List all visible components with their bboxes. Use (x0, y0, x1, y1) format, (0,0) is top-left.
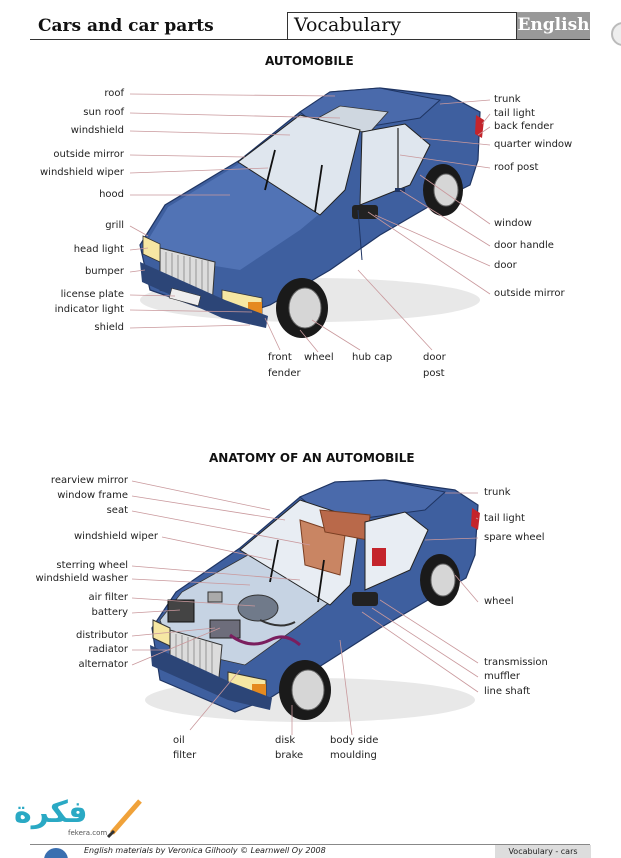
label-window: window (494, 218, 532, 230)
label-door: door (494, 260, 517, 272)
label-windshield-washer: windshield washer (20, 573, 128, 585)
label-disk: disk (275, 735, 295, 747)
label-seat: seat (20, 505, 128, 517)
label-windshield-wiper: windshield wiper (20, 167, 124, 179)
label-roof: roof (40, 88, 124, 100)
label-transmission: transmission (484, 657, 548, 669)
car-illustration-bottom (145, 480, 480, 722)
label-license-plate: license plate (20, 289, 124, 301)
logo-text: فكرة (14, 795, 87, 830)
label-sterring-wheel: sterring wheel (20, 560, 128, 572)
label-oil: oil (173, 735, 185, 747)
label-windshield: windshield (40, 125, 124, 137)
label-brake: brake (275, 750, 303, 762)
label-spare-wheel: spare wheel (484, 532, 545, 544)
label-tail-light: tail light (494, 108, 535, 120)
site-logo: فكرة fekera.com (8, 795, 148, 845)
car-illustration-top (140, 88, 484, 338)
label-windshield-wiper-2: windshield wiper (20, 531, 158, 543)
label-wheel-2: wheel (484, 596, 514, 608)
label-outside-mirror-right: outside mirror (494, 288, 565, 300)
label-door-bottom: door (423, 352, 446, 364)
logo-subtext: fekera.com (68, 829, 107, 837)
label-front: front (268, 352, 292, 364)
label-rearview-mirror: rearview mirror (20, 475, 128, 487)
label-wheel: wheel (304, 352, 334, 364)
label-battery: battery (20, 607, 128, 619)
footer-topic: Vocabulary - cars (495, 845, 591, 858)
label-post: post (423, 368, 445, 380)
label-head-light: head light (40, 244, 124, 256)
section-title-automobile: AUTOMOBILE (265, 54, 354, 68)
label-trunk: trunk (494, 94, 521, 106)
label-filter: filter (173, 750, 196, 762)
label-indicator-light: indicator light (20, 304, 124, 316)
label-distributor: distributor (20, 630, 128, 642)
label-body-side: body side (330, 735, 378, 747)
label-radiator: radiator (20, 644, 128, 656)
label-air-filter: air filter (20, 592, 128, 604)
label-grill: grill (40, 220, 124, 232)
label-sun-roof: sun roof (40, 107, 124, 119)
label-tail-light-2: tail light (484, 513, 525, 525)
footer-credit: English materials by Veronica Gilhooly ©… (84, 846, 326, 855)
label-back-fender: back fender (494, 121, 554, 133)
label-roof-post: roof post (494, 162, 538, 174)
label-muffler: muffler (484, 671, 520, 683)
label-outside-mirror: outside mirror (20, 149, 124, 161)
label-window-frame: window frame (20, 490, 128, 502)
label-hub-cap: hub cap (352, 352, 392, 364)
label-fender: fender (268, 368, 301, 380)
label-line-shaft: line shaft (484, 686, 530, 698)
label-alternator: alternator (20, 659, 128, 671)
label-trunk-2: trunk (484, 487, 511, 499)
label-hood: hood (40, 189, 124, 201)
label-door-handle: door handle (494, 240, 554, 252)
section-title-anatomy: ANATOMY OF AN AUTOMOBILE (209, 451, 415, 465)
label-bumper: bumper (40, 266, 124, 278)
label-moulding: moulding (330, 750, 377, 762)
label-quarter-window: quarter window (494, 139, 572, 151)
label-shield: shield (40, 322, 124, 334)
pencil-icon (106, 795, 146, 839)
